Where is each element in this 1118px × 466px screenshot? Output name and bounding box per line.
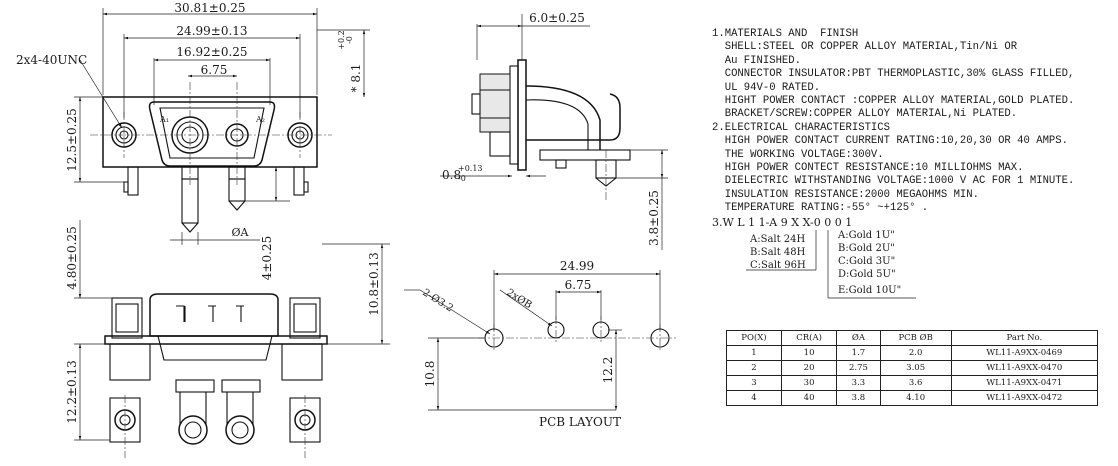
- front-view: 30.81±0.25 24.99±0.13 16.92±0.25 6.75 2x…: [16, 1, 370, 280]
- bottom-view: 4.80±0.25 10.8±0.13 12.2±0.13: [65, 220, 390, 458]
- dim-plate-tol-upper: +0.13: [458, 164, 483, 173]
- dim-bottom-left-vertical: 4.80±0.25: [65, 226, 79, 290]
- table-header: PCB ØB: [879, 330, 952, 346]
- pcb-dim-left: 10.8: [423, 361, 437, 388]
- table-cell: WL11-A9XX-0469: [950, 345, 1099, 361]
- salt-option-c: C:Salt 96H: [750, 260, 806, 271]
- table-cell: 30: [780, 375, 838, 391]
- table-cell: 1: [726, 345, 782, 361]
- part-number-table: PO(X) CR(A) ØA PCB ØB Part No. 1 10 1.7 …: [726, 330, 1099, 406]
- dim-plate-thickness: 0.8: [442, 168, 461, 182]
- note-line: THE WORKING VOLTAGE:300V.: [712, 148, 884, 161]
- dim-mount-spacing: 24.99±0.13: [176, 24, 247, 38]
- part-code: 3.W L 1 1-A 9 X X-0 0 0 1: [712, 216, 852, 229]
- table-cell: 2.75: [836, 360, 881, 376]
- pcb-hole-label-2: 2xØB: [504, 287, 533, 311]
- pcb-dim-pitch: 6.75: [565, 278, 592, 292]
- table-cell: 2: [726, 360, 782, 376]
- table-row: 2 20 2.75 3.05 WL11-A9XX-0470: [726, 360, 1099, 376]
- contact-label-a2: A₂: [255, 115, 265, 124]
- screw-thread-label: 2x4-40UNC: [16, 53, 87, 67]
- table-cell: 4.10: [879, 390, 952, 406]
- dim-contact-pitch: 6.75: [201, 63, 228, 77]
- table-cell: 3.05: [879, 360, 952, 376]
- dim-side-top: 6.0±0.25: [529, 11, 585, 25]
- table-cell: 2.0: [879, 345, 952, 361]
- salt-option-a: A:Salt 24H: [749, 234, 806, 245]
- table-cell: WL11-A9XX-0471: [950, 375, 1099, 391]
- note-line: UL 94V-0 RATED.: [712, 81, 821, 94]
- table-cell: 3: [726, 375, 782, 391]
- dim-depth-tol-upper: +0.2: [337, 30, 346, 49]
- table-cell: 20: [780, 360, 838, 376]
- dim-plate-tol-lower: -0: [458, 174, 466, 183]
- pcb-layout-title: PCB LAYOUT: [539, 415, 621, 429]
- note-line: BRACKET/SCREW:COPPER ALLOY MATERIAL,Ni P…: [712, 108, 1018, 121]
- pcb-dim-span: 24.99: [560, 259, 594, 273]
- note-line: INSULATION RESISTANCE:2000 MEGAOHMS MIN.: [712, 188, 980, 201]
- note-line: TEMPERATURE RATING:-55° ~+125° .: [712, 202, 929, 215]
- table-cell: 3.8: [836, 390, 881, 406]
- table-cell: WL11-A9XX-0470: [950, 360, 1099, 376]
- gold-option-b: B:Gold 2U": [838, 243, 895, 254]
- table-header: ØA: [836, 330, 881, 346]
- table-cell: 1.7: [836, 345, 881, 361]
- note-line: HIGHT POWER CONTACT :COPPER ALLOY MATERI…: [712, 95, 1075, 108]
- gold-option-c: C:Gold 3U": [838, 256, 895, 267]
- dim-pin-length: 4±0.25: [260, 236, 274, 280]
- part-code-block: 3.W L 1 1-A 9 X X-0 0 0 1 A:Salt 24H B:S…: [712, 216, 916, 299]
- note-line: HIGH POWER CONTECT RESISTANCE:10 MILLIOH…: [712, 162, 1024, 175]
- table-cell: WL11-A9XX-0472: [950, 390, 1099, 406]
- table-cell: 3.6: [879, 375, 952, 391]
- table-row: 1 10 1.7 2.0 WL11-A9XX-0469: [726, 345, 1099, 361]
- dim-bottom-lower-left: 12.2±0.13: [65, 360, 79, 424]
- gold-option-a: A:Gold 1U": [837, 230, 895, 241]
- note-line: 2.ELECTRICAL CHARACTERISTICS: [712, 121, 891, 134]
- table-header-row: PO(X) CR(A) ØA PCB ØB Part No.: [726, 330, 1099, 346]
- dim-depth-tol-lower: -0: [345, 36, 354, 44]
- note-line: SHELL:STEEL OR COPPER ALLOY MATERIAL,Tin…: [712, 41, 1018, 54]
- dim-pin-diameter: ØA: [232, 226, 250, 239]
- table-cell: 3.3: [836, 375, 881, 391]
- salt-option-b: B:Salt 48H: [750, 247, 806, 258]
- table-header: CR(A): [780, 330, 838, 346]
- note-line: HIGH POWER CONTACT CURRENT RATING:10,20,…: [712, 135, 1069, 148]
- table-header: PO(X): [726, 330, 782, 346]
- pcb-layout: 24.99 6.75 2-Ø3.2 2xØB 10.8 12.2 PCB LAY…: [404, 259, 676, 429]
- gold-option-e: E:Gold 10U": [838, 285, 901, 296]
- note-line: DIELECTRIC WITHSTANDING VOLTAGE:1000 V A…: [712, 175, 1075, 188]
- contact-label-a1: A₁: [159, 115, 169, 124]
- pcb-hole-label-1: 2-Ø3.2: [420, 287, 455, 314]
- dim-bottom-right-vertical: 10.8±0.13: [367, 252, 381, 316]
- table-cell: 10: [780, 345, 838, 361]
- gold-option-d: D:Gold 5U": [838, 269, 896, 280]
- dim-overall-width: 30.81±0.25: [174, 1, 245, 15]
- note-line: 1.MATERIALS AND FINISH: [712, 28, 859, 40]
- note-line: Au FINISHED.: [712, 54, 802, 67]
- table-cell: 4: [726, 390, 782, 406]
- dim-body-height: 12.5±0.25: [65, 108, 79, 172]
- note-line: CONNECTOR INSULATOR:PBT THERMOPLASTIC,30…: [712, 68, 1075, 81]
- pcb-dim-right: 12.2: [601, 357, 615, 384]
- side-view: 6.0±0.25 0.8 +0.13 -0 3.8±0.25: [440, 11, 668, 250]
- spec-notes: 1.MATERIALS AND FINISH SHELL:STEEL OR CO…: [712, 28, 1112, 216]
- table-row: 4 40 3.8 4.10 WL11-A9XX-0472: [726, 390, 1099, 406]
- table-row: 3 30 3.3 3.6 WL11-A9XX-0471: [726, 375, 1099, 391]
- dim-shell-width: 16.92±0.25: [176, 45, 247, 59]
- table-cell: 40: [780, 390, 838, 406]
- dim-side-pin: 3.8±0.25: [647, 190, 661, 246]
- dim-depth: * 8.1: [349, 64, 363, 93]
- table-header: Part No.: [950, 330, 1099, 346]
